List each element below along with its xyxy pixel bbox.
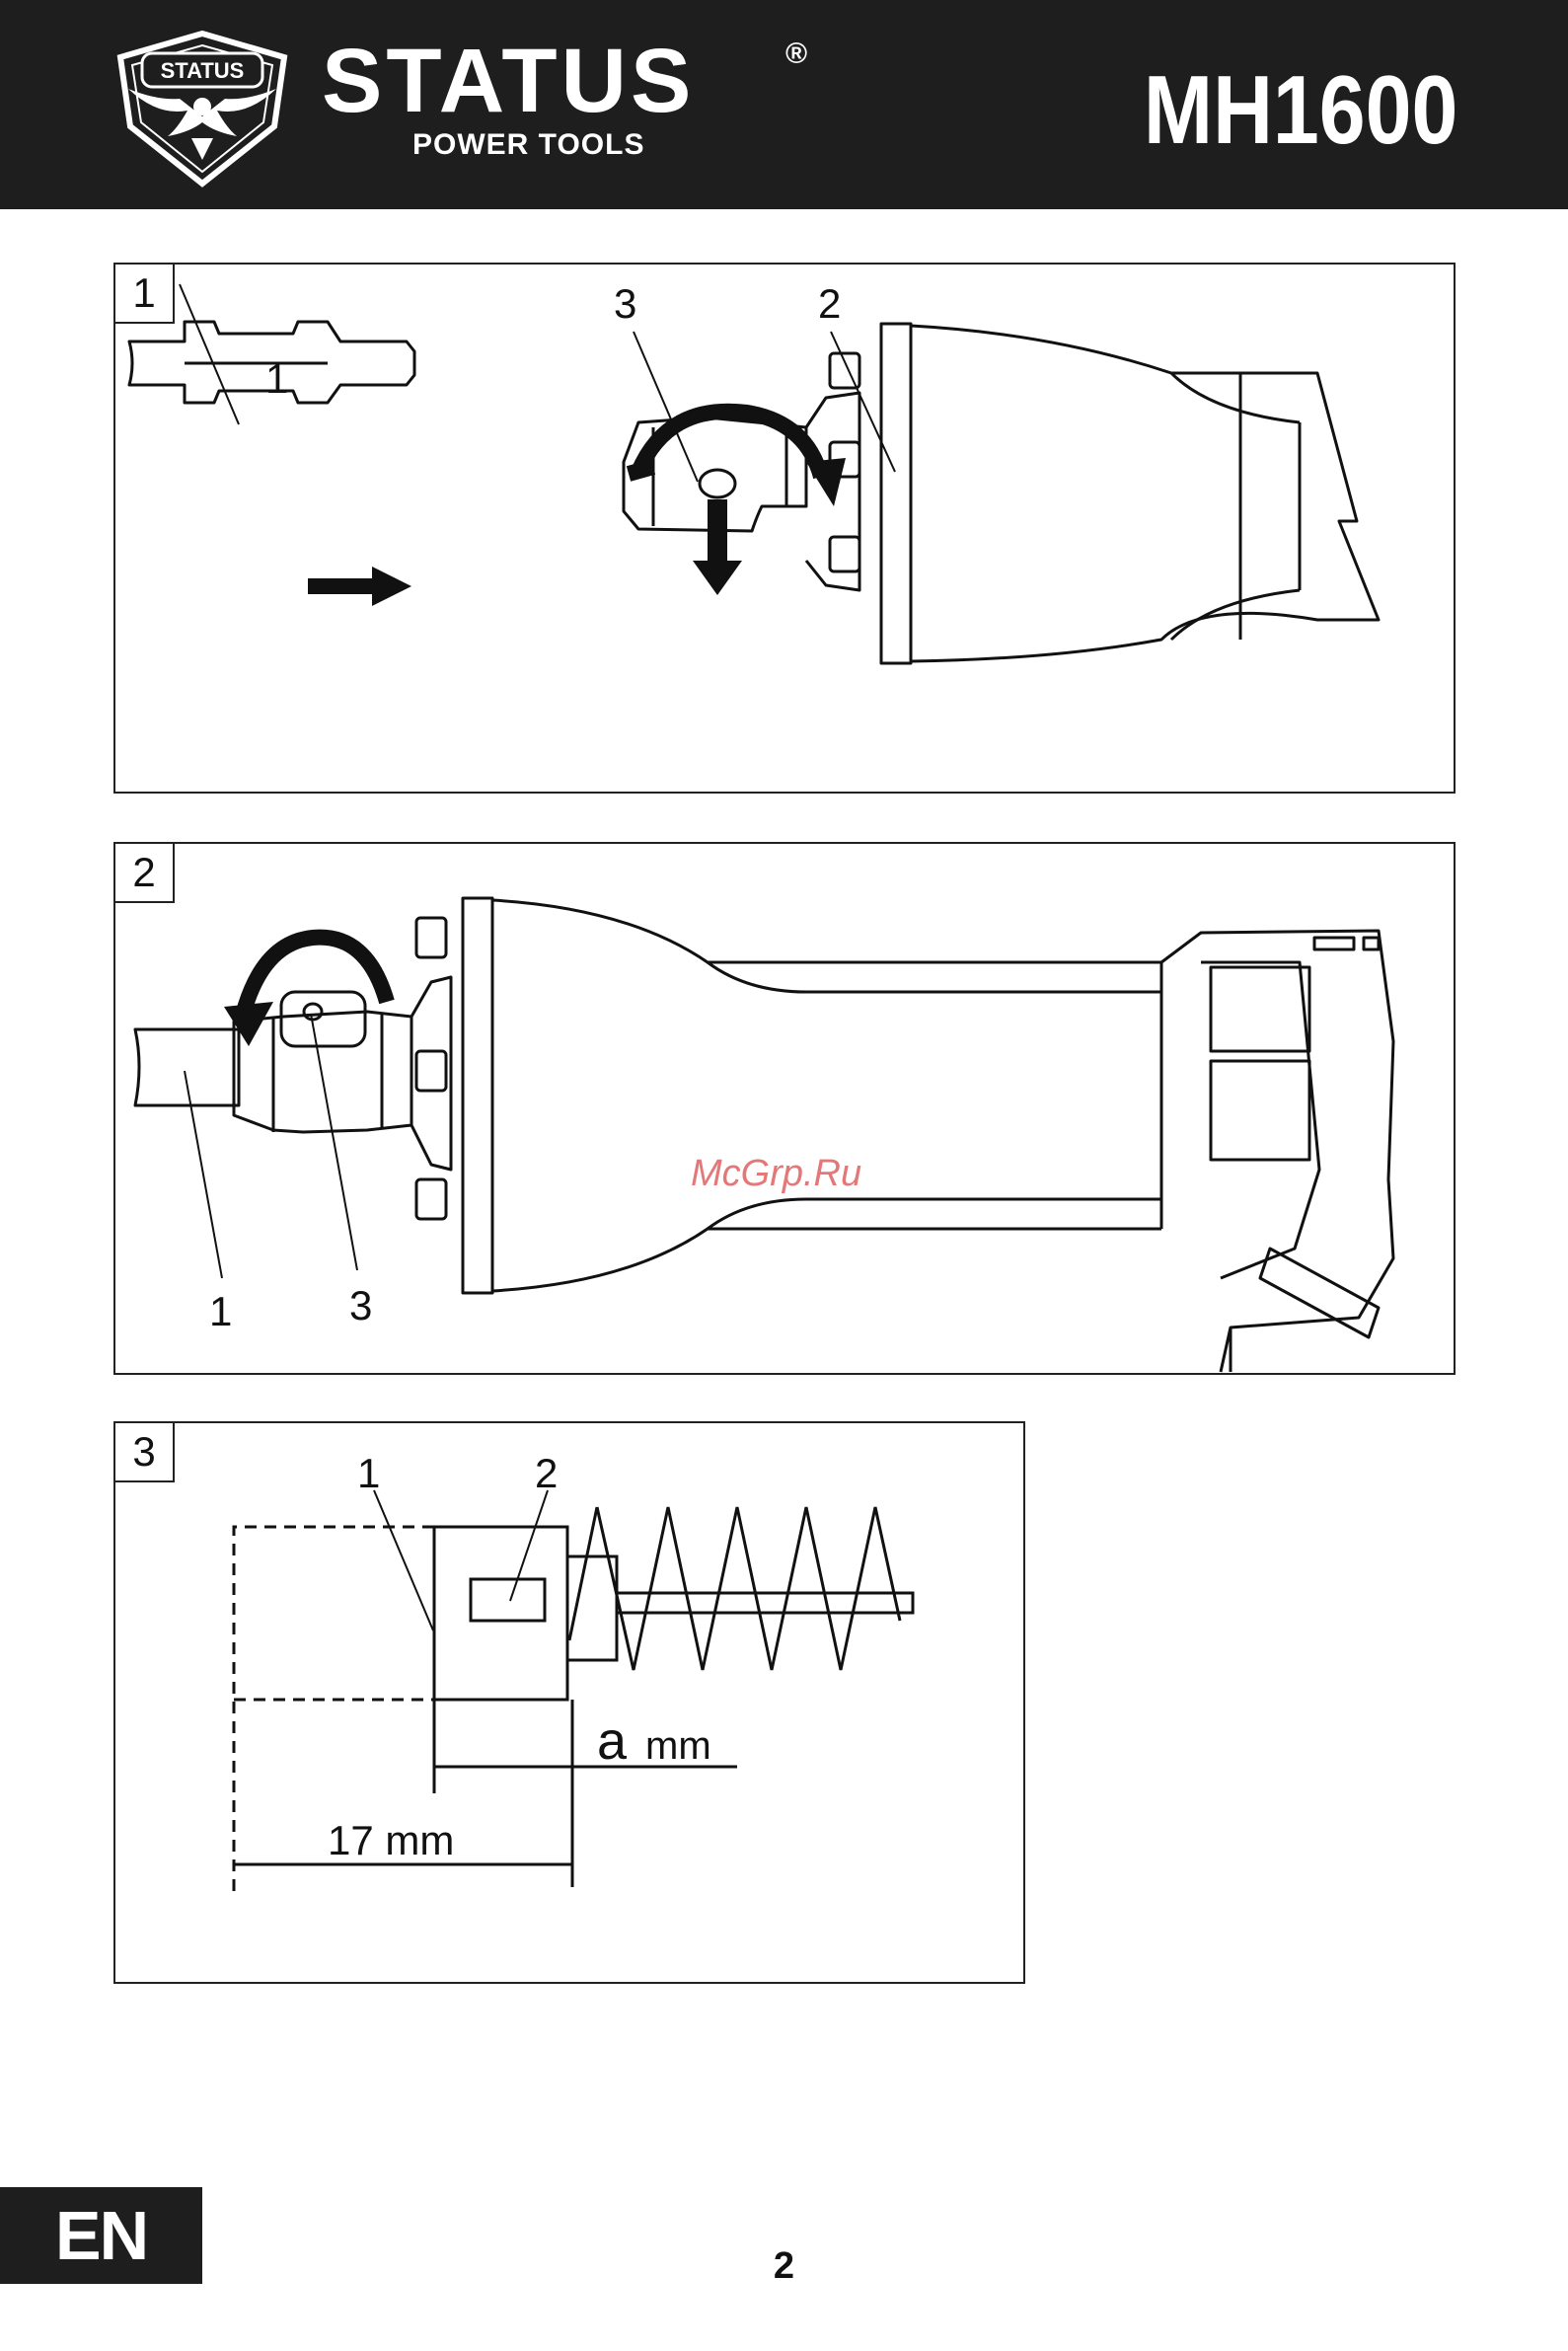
- callout-2: 2: [535, 1450, 558, 1496]
- locking-slot: [471, 1579, 545, 1621]
- flange-plate: [463, 898, 492, 1293]
- tool-holder: [234, 1012, 411, 1132]
- figure-2: 2: [113, 842, 1456, 1375]
- push-down-arrow: [693, 499, 742, 595]
- dimension-a-unit: mm: [645, 1724, 711, 1768]
- tool-body: [911, 326, 1379, 661]
- spring-rod: [617, 1593, 913, 1613]
- dimension-a-symbol: a: [597, 1711, 628, 1771]
- registered-mark: ®: [785, 38, 807, 71]
- figure-3-drawing: 1 2 a mm 17 mm: [115, 1423, 1023, 1982]
- callout-2: 2: [818, 280, 841, 327]
- brand-subtitle: POWER TOOLS: [412, 128, 644, 162]
- callout-1: 1: [209, 1288, 232, 1334]
- callout-1: 1: [265, 355, 288, 402]
- chisel-shank: [135, 1029, 239, 1105]
- dimension-17mm: 17 mm: [328, 1817, 454, 1863]
- locking-sleeve-button: [700, 470, 735, 497]
- locking-sleeve-button: [304, 1004, 322, 1020]
- flange-plate: [881, 324, 911, 663]
- callout-1: 1: [357, 1450, 380, 1496]
- watermark: McGrp.Ru: [691, 1153, 861, 1195]
- tool-body: [492, 900, 1393, 1372]
- figure-1: 1: [113, 263, 1456, 794]
- compression-spring: [597, 1507, 900, 1670]
- sleeve: [434, 1527, 567, 1700]
- callout-3: 3: [614, 280, 636, 327]
- status-eagle-logo: STATUS: [109, 30, 296, 188]
- mounting-bolt: [416, 918, 446, 957]
- insertion-arrow: [308, 567, 411, 606]
- callout-3: 3: [349, 1282, 372, 1328]
- logo-badge-text: STATUS: [161, 58, 245, 83]
- figure-2-drawing: 1 3: [115, 844, 1454, 1373]
- brand-name: STATUS: [322, 36, 695, 126]
- mounting-bolt: [830, 537, 859, 571]
- mounting-bolt: [416, 1179, 446, 1219]
- figure-1-drawing: 1 3 2: [115, 265, 1454, 792]
- model-number: MH1600: [1143, 61, 1457, 158]
- mounting-bolt: [416, 1051, 446, 1091]
- figure-3: 3 1 2 a mm 17 mm: [113, 1421, 1025, 1984]
- page-number: 2: [0, 2245, 1568, 2288]
- page-header: STATUS STATUS ® POWER TOOLS MH1600: [0, 0, 1568, 209]
- handle-grip: [1201, 962, 1319, 1278]
